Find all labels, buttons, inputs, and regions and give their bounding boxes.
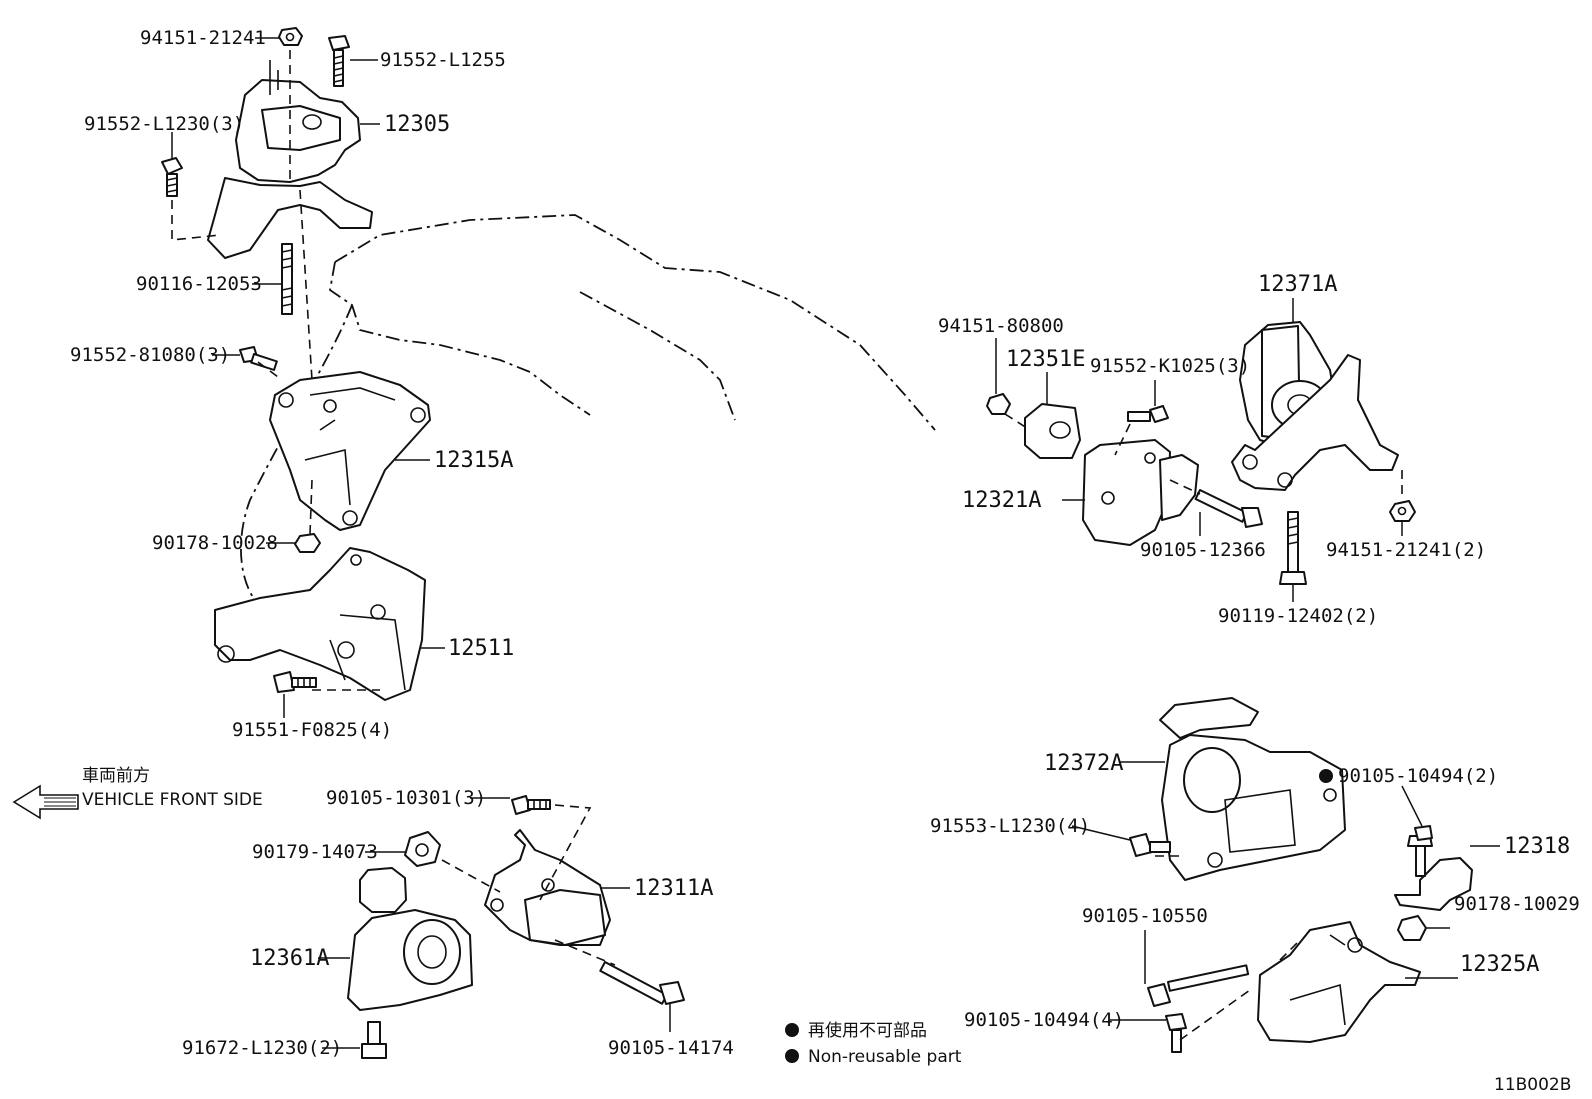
- label-12321A[interactable]: 12321A: [962, 488, 1041, 513]
- label-12311A[interactable]: 12311A: [634, 876, 713, 901]
- front-label-en: VEHICLE FRONT SIDE: [82, 790, 263, 810]
- label-12325A[interactable]: 12325A: [1460, 952, 1539, 977]
- label-90105-10494-4[interactable]: 90105-10494(4): [964, 1009, 1124, 1031]
- label-12511[interactable]: 12511: [448, 636, 514, 661]
- leader-lines: [171, 37, 1500, 1049]
- engine-outline: [240, 214, 936, 601]
- label-90105-14174[interactable]: 90105-14174: [608, 1037, 734, 1059]
- diagram-code: 11B002B: [1494, 1075, 1571, 1095]
- bushing-12351E: [1024, 403, 1081, 459]
- bracket-12321A: [1082, 439, 1199, 546]
- nut-94151-21241: [278, 27, 303, 46]
- label-91552-L1230-3[interactable]: 91552-L1230(3): [84, 113, 244, 135]
- legend-dot-icon: [785, 1023, 799, 1037]
- label-91551-F0825-4[interactable]: 91551-F0825(4): [232, 719, 392, 741]
- bolt-90105-10301: [511, 795, 551, 815]
- bracket-12511: [214, 547, 426, 701]
- bolt-91553-L1230: [1129, 833, 1171, 857]
- bolt-91551-F0825: [273, 671, 317, 693]
- nut-94151-21241-right: [1389, 500, 1416, 522]
- label-90105-12366[interactable]: 90105-12366: [1140, 539, 1266, 561]
- bracket-12318: [1394, 835, 1473, 911]
- nut-90179-14073: [404, 831, 441, 867]
- legend: 再使用不可部品 Non-reusable part: [785, 1020, 962, 1067]
- bolt-91552-81080: [239, 346, 278, 371]
- label-90116-12053[interactable]: 90116-12053: [136, 273, 262, 295]
- front-label-jp: 車両前方: [82, 766, 150, 786]
- nut-90178-10028: [294, 533, 321, 553]
- label-12315A[interactable]: 12315A: [434, 448, 513, 473]
- legend-jp: 再使用不可部品: [808, 1020, 927, 1041]
- label-12305[interactable]: 12305: [384, 112, 450, 137]
- label-91553-L1230-4[interactable]: 91553-L1230(4): [930, 815, 1090, 837]
- label-91672-L1230-2[interactable]: 91672-L1230(2): [182, 1037, 342, 1059]
- bolt-90105-10494-upper: [1414, 825, 1433, 841]
- label-94151-80800[interactable]: 94151-80800: [938, 315, 1064, 337]
- label-90119-12402-2[interactable]: 90119-12402(2): [1218, 605, 1378, 627]
- alignment-lines: [171, 50, 1403, 1041]
- label-90178-10029[interactable]: 90178-10029: [1454, 893, 1580, 915]
- mount-12361A: [347, 867, 473, 1059]
- label-91552-81080-3[interactable]: 91552-81080(3): [70, 344, 230, 366]
- bolt-91552-L1230: [161, 157, 183, 197]
- bracket-12315A: [269, 371, 431, 531]
- label-12351E[interactable]: 12351E: [1006, 347, 1085, 372]
- label-12372A[interactable]: 12372A: [1044, 751, 1123, 776]
- label-91552-L1255[interactable]: 91552-L1255: [380, 49, 506, 71]
- stud-90116-12053: [281, 243, 293, 315]
- nut-90178-10029: [1397, 915, 1427, 941]
- legend-dot-icon-2: [785, 1049, 799, 1063]
- label-94151-21241[interactable]: 94151-21241: [140, 27, 266, 49]
- legend-en: Non-reusable part: [808, 1047, 962, 1067]
- label-90178-10028[interactable]: 90178-10028: [152, 532, 278, 554]
- bolt-91552-L1255: [328, 35, 350, 87]
- bracket-12325A: [1257, 921, 1421, 1043]
- bolt-90119-12402: [1279, 511, 1307, 585]
- label-94151-21241-2[interactable]: 94151-21241(2): [1326, 539, 1486, 561]
- nut-94151-80800: [986, 393, 1011, 415]
- bolt-91552-K1025: [1127, 405, 1169, 423]
- label-90105-10550[interactable]: 90105-10550: [1082, 905, 1208, 927]
- non-reusable-dot: [1319, 769, 1333, 783]
- label-90179-14073[interactable]: 90179-14073: [252, 841, 378, 863]
- label-12371A[interactable]: 12371A: [1258, 272, 1337, 297]
- label-12318[interactable]: 12318: [1504, 834, 1570, 859]
- bolt-90105-10550: [1147, 964, 1250, 1007]
- part-labels: 94151-21241 91552-L1255 91552-L1230(3) 1…: [70, 27, 1580, 1059]
- bolt-90105-12366: [1194, 489, 1263, 528]
- mount-12371A: [1231, 321, 1399, 491]
- mount-12372A: [1159, 697, 1346, 881]
- label-90105-10494-2[interactable]: 90105-10494(2): [1338, 765, 1498, 787]
- bolt-90105-14174: [599, 961, 685, 1005]
- label-90105-10301-3[interactable]: 90105-10301(3): [326, 787, 486, 809]
- label-12361A[interactable]: 12361A: [250, 946, 329, 971]
- engine-mount-12305: [207, 60, 373, 259]
- bolt-90105-10494-lower: [1165, 1013, 1187, 1053]
- label-91552-K1025-3[interactable]: 91552-K1025(3): [1090, 355, 1250, 377]
- vehicle-front-indicator: 車両前方 VEHICLE FRONT SIDE: [12, 766, 263, 820]
